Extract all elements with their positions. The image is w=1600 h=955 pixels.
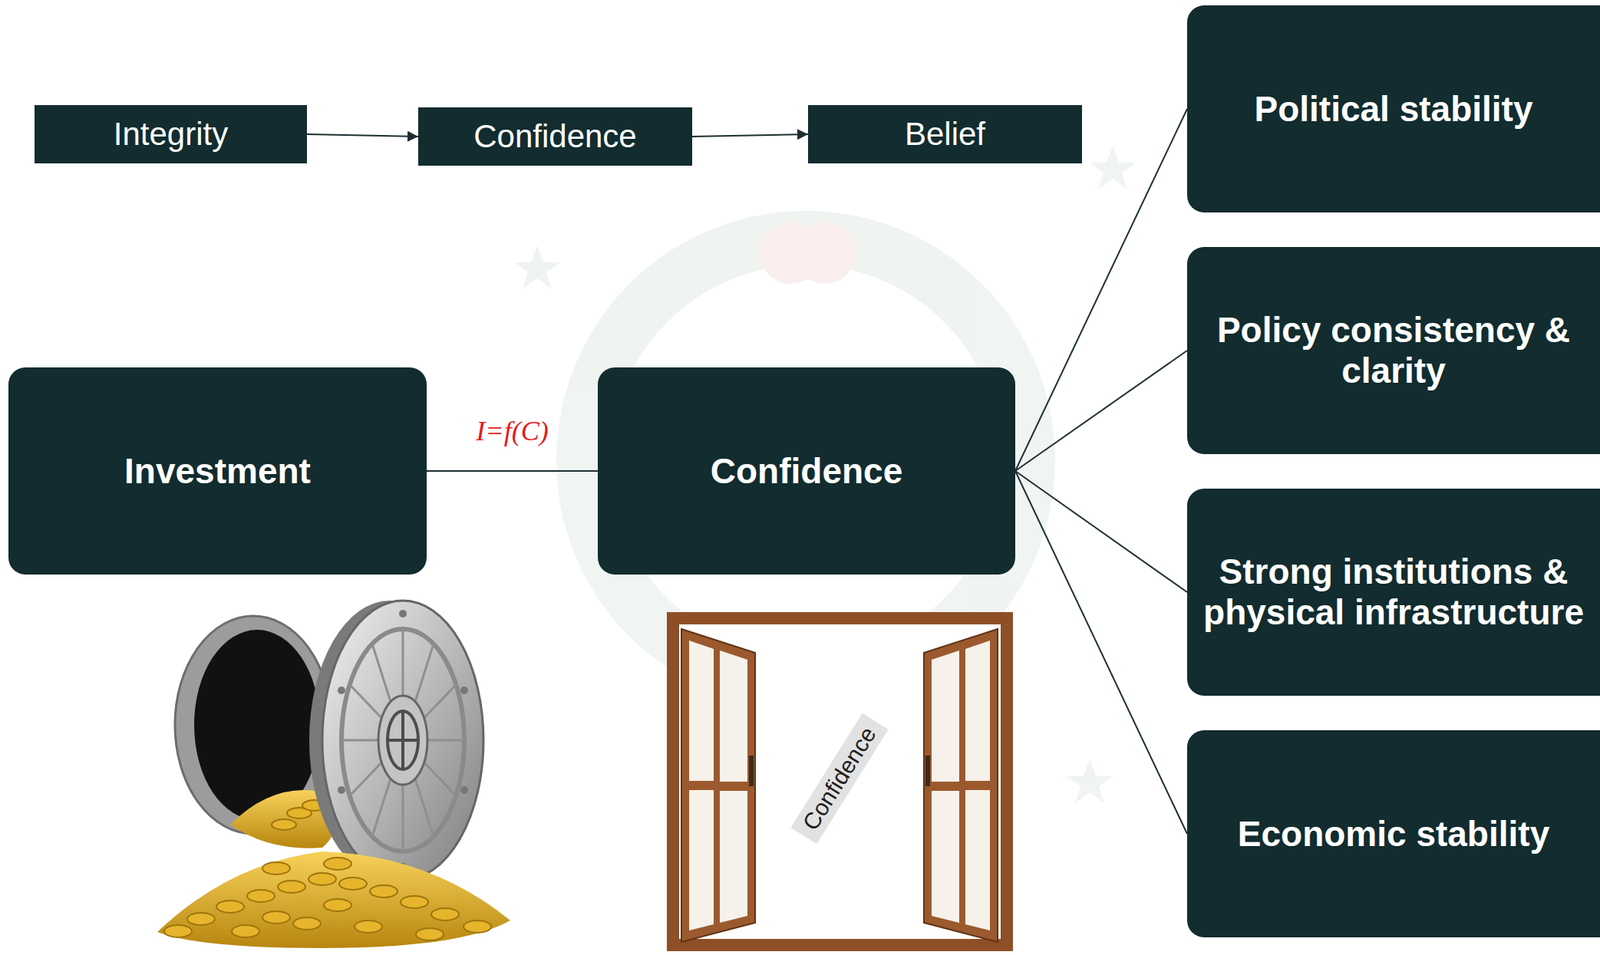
concept-box: Confidence: [418, 107, 693, 166]
connector: [1015, 471, 1188, 593]
node-text: Belief: [904, 116, 986, 152]
concept-box: Belief: [808, 105, 1083, 164]
factor-box: Policy consistency & clarity: [1187, 247, 1600, 455]
vault-illustration: [157, 600, 511, 949]
connector: [1015, 471, 1188, 835]
connector: [306, 134, 419, 137]
concept-box: Integrity: [34, 105, 307, 164]
process-box: Investment: [8, 367, 427, 575]
node-text: Economic stability: [1237, 814, 1550, 855]
factor-box: Strong institutions & physical infrastru…: [1187, 488, 1600, 697]
process-box: Confidence: [597, 367, 1016, 575]
window-illustration: [666, 612, 1013, 952]
connector: [426, 470, 598, 472]
connector: [692, 134, 809, 137]
node-text: Integrity: [113, 116, 228, 152]
factor-box: Political stability: [1187, 5, 1600, 213]
formula-label: I=f(C): [475, 415, 548, 448]
node-text: Confidence: [710, 451, 903, 492]
node-text: Political stability: [1254, 89, 1534, 130]
factor-box: Economic stability: [1187, 730, 1600, 938]
node-text: Strong institutions & physical infrastru…: [1199, 551, 1588, 634]
connector: [1015, 350, 1188, 472]
node-text: Investment: [124, 451, 311, 492]
node-text: Confidence: [473, 118, 637, 155]
node-text: Policy consistency & clarity: [1199, 310, 1588, 392]
